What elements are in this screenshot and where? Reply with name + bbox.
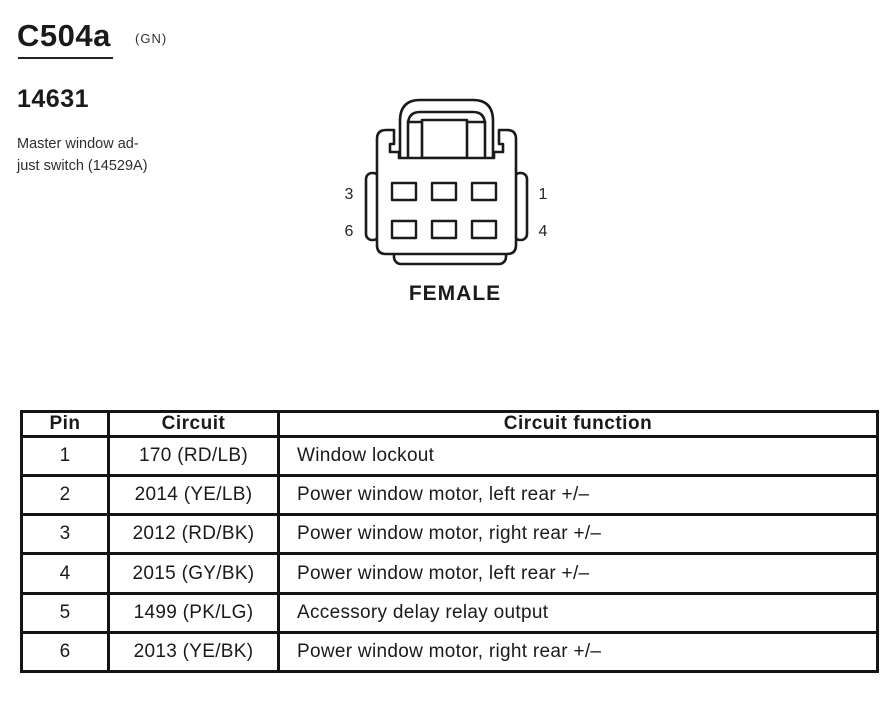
latch-arch-outer [398,98,495,162]
description-line-1: Master window ad- [17,136,139,152]
table-row: 3 2012 (RD/BK) Power window motor, right… [20,513,879,556]
pin-slot-2 [430,181,458,202]
pin-slot-4 [470,219,498,240]
table-header-row: Pin Circuit Circuit function [20,410,879,438]
function-cell: Power window motor, right rear +/– [277,513,879,556]
header-circuit: Circuit [107,410,280,438]
connector-color-code: (GN) [135,31,168,46]
circuit-cell: 2013 (YE/BK) [107,630,280,674]
connector-description: Master window ad- just switch (14529A) [17,134,148,177]
table-row: 1 170 (RD/LB) Window lockout [20,434,879,478]
connector-id-underline [18,57,113,59]
pin-slot-5 [430,219,458,240]
pin-label-top-right: 1 [539,186,548,203]
table-row: 2 2014 (YE/LB) Power window motor, left … [20,474,879,517]
pin-label-bottom-right: 4 [539,223,548,240]
circuit-cell: 1499 (PK/LG) [107,591,280,634]
circuit-cell: 2012 (RD/BK) [107,513,280,556]
pin-label-bottom-left: 6 [345,223,354,240]
table-row: 6 2013 (YE/BK) Power window motor, right… [20,630,879,674]
function-cell: Power window motor, right rear +/– [277,630,879,674]
pin-cell: 5 [20,591,110,634]
pin-cell: 4 [20,552,110,595]
description-line-2: just switch (14529A) [17,157,148,174]
pin-slot-1 [470,181,498,202]
latch-arch-inner [406,110,487,162]
pin-cell: 1 [20,434,110,478]
pinout-table: Pin Circuit Circuit function 1 170 (RD/L… [20,410,879,674]
circuit-cell: 2014 (YE/LB) [107,474,280,517]
pin-slot-3 [390,181,418,202]
connector-id: C504a [17,18,111,53]
part-number: 14631 [17,85,90,113]
latch-tab [420,118,469,160]
circuit-cell: 2015 (GY/BK) [107,552,280,595]
pin-slot-6 [390,219,418,240]
function-cell: Power window motor, left rear +/– [277,474,879,517]
pinout-table-container: Pin Circuit Circuit function 1 170 (RD/L… [20,410,879,674]
table-row: 5 1499 (PK/LG) Accessory delay relay out… [20,591,879,634]
header-circuit-function: Circuit function [277,410,879,438]
pin-label-top-left: 3 [345,186,354,203]
pin-cell: 3 [20,513,110,556]
pin-cell: 6 [20,630,110,674]
function-cell: Accessory delay relay output [277,591,879,634]
function-cell: Window lockout [277,434,879,478]
header-pin: Pin [20,410,110,438]
pin-cell: 2 [20,474,110,517]
circuit-cell: 170 (RD/LB) [107,434,280,478]
connector-gender-label: FEMALE [408,282,502,305]
function-cell: Power window motor, left rear +/– [277,552,879,595]
table-row: 4 2015 (GY/BK) Power window motor, left … [20,552,879,595]
connector-diagram-icon: 3 1 6 4 [345,98,548,266]
